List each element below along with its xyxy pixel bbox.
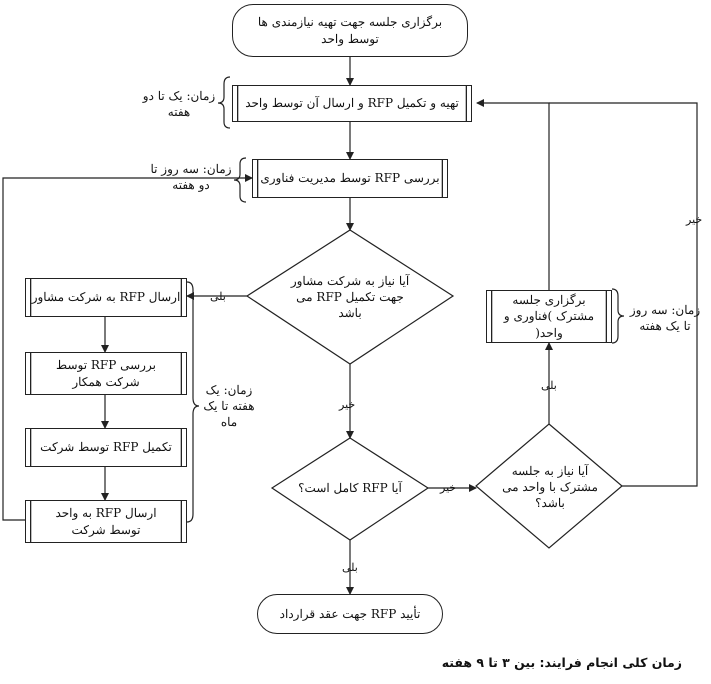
review-it-box: بررسی RFP توسط مدیریت فناوری (252, 159, 448, 198)
label-no-back: خیر (686, 213, 703, 226)
send-unit-text: ارسال RFP به واحد توسط شرکت (55, 506, 157, 537)
approve-terminal: تأیید RFP جهت عقد قرارداد (257, 594, 443, 634)
send-consultant-box: ارسال RFP به شرکت مشاور (25, 278, 187, 317)
time-note-meeting: زمان: سه روز تا یک هفته (629, 303, 701, 334)
review-partner-text: بررسی RFP توسط شرکت همکار (56, 358, 156, 389)
prepare-box: تهیه و تکمیل RFP و ارسال آن توسط واحد (232, 85, 472, 122)
start-text: برگزاری جلسه جهت تهیه نیازمندی ها توسط و… (257, 15, 443, 46)
complete-company-text: تکمیل RFP توسط شرکت (40, 440, 172, 455)
review-partner-box: بررسی RFP توسط شرکت همکار (25, 352, 187, 395)
approve-text: تأیید RFP جهت عقد قرارداد (279, 606, 421, 621)
brace-consultant (186, 281, 200, 523)
send-consultant-text: ارسال RFP به شرکت مشاور (31, 290, 181, 305)
decision-consultant-text: آیا نیاز به شرکت مشاور جهت تکمیل RFP می … (290, 273, 410, 321)
label-no-complete: خیر (339, 398, 356, 411)
label-no-meeting: خیر (440, 481, 457, 494)
joint-meeting-box: برگزاری جلسه مشترک )فناوری و واحد( (486, 290, 612, 343)
time-note-consultant: زمان: یک هفته تا یک ماه (203, 383, 255, 430)
time-note-review: زمان: سه روز تا دو هفته (150, 162, 232, 193)
decision-meeting-text: آیا نیاز به جلسه مشترک با واحد می باشد؟ (502, 463, 598, 511)
label-yes-meeting: بلی (541, 379, 557, 392)
arrow-send-back-review (2, 174, 253, 521)
time-note-prepare: زمان: یک تا دو هفته (142, 89, 216, 120)
brace-meeting (611, 288, 625, 344)
review-it-text: بررسی RFP توسط مدیریت فناوری (260, 171, 440, 186)
prepare-text: تهیه و تکمیل RFP و ارسال آن توسط واحد (245, 96, 459, 111)
total-process-time: زمان کلی انجام فرایند: بین ۳ تا ۹ هفته (441, 655, 682, 670)
send-unit-box: ارسال RFP به واحد توسط شرکت (25, 500, 187, 543)
label-yes-approve: بلی (342, 561, 358, 574)
start-terminal: برگزاری جلسه جهت تهیه نیازمندی ها توسط و… (232, 4, 468, 57)
complete-company-box: تکمیل RFP توسط شرکت (25, 428, 187, 467)
label-yes-consultant: بلی (210, 290, 226, 303)
brace-prepare (217, 76, 231, 129)
joint-meeting-text: برگزاری جلسه مشترک )فناوری و واحد( (503, 293, 595, 340)
decision-complete-text: آیا RFP کامل است؟ (298, 480, 402, 495)
arrow-meeting-back-prepare (476, 99, 550, 290)
arrow-meeting-no-prepare (549, 102, 698, 487)
decision-meeting-shape (475, 423, 623, 549)
brace-review (233, 157, 247, 203)
